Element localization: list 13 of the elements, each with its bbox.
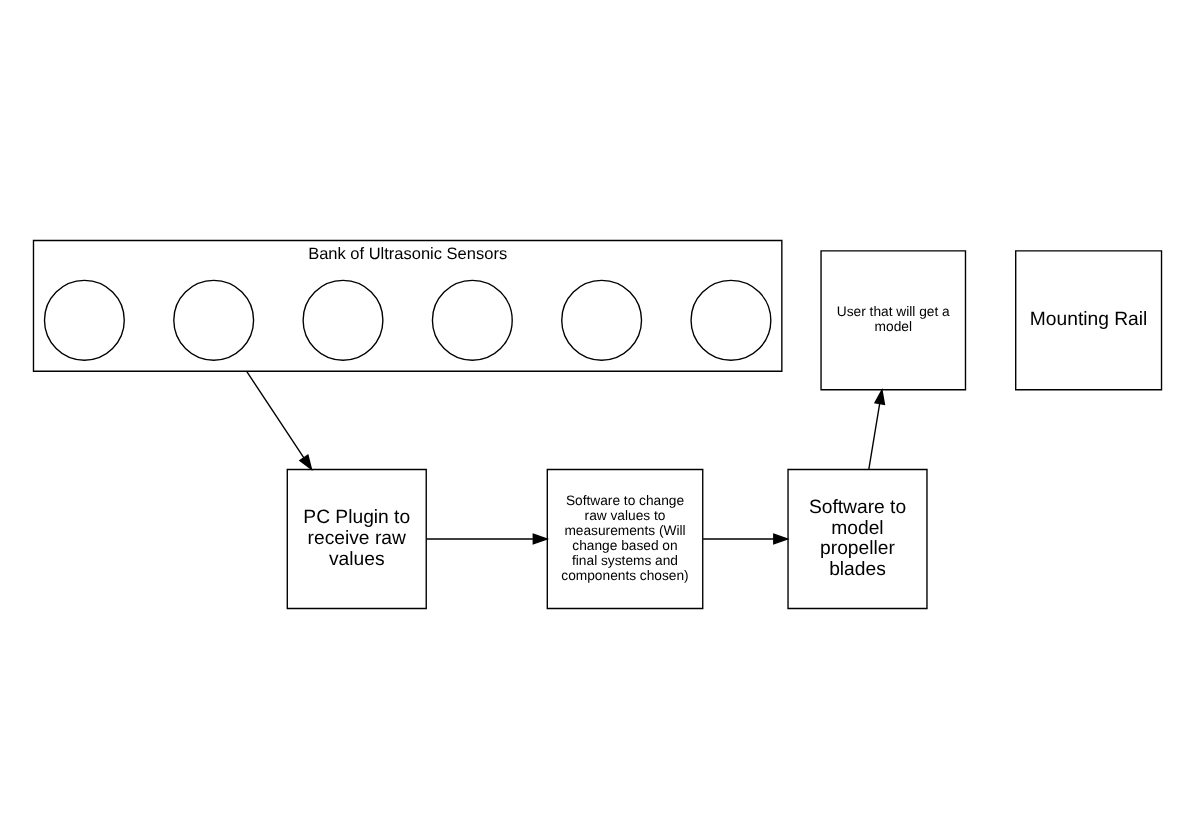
node-box: Mounting Rail (1015, 250, 1163, 391)
node-circle (302, 279, 384, 361)
node-circle (561, 279, 643, 361)
arrow (245, 370, 313, 472)
node-box: Software to model propeller blades (787, 468, 928, 610)
arrow (702, 533, 790, 545)
node-circle (690, 279, 772, 361)
node-circle (431, 279, 513, 361)
node-circle (43, 279, 125, 361)
arrow (868, 387, 886, 471)
arrow (425, 533, 550, 545)
node-box: PC Plugin to receive raw values (286, 468, 427, 610)
node-circle (173, 279, 255, 361)
